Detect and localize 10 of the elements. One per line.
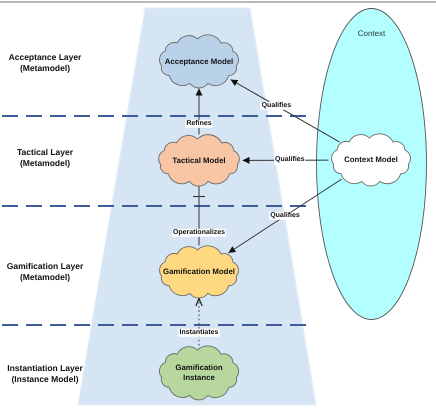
arrow bbox=[230, 79, 340, 143]
ellipse-region bbox=[316, 8, 427, 320]
arrow bbox=[195, 298, 203, 346]
connector-line bbox=[192, 186, 206, 246]
layer-label: Tactical Layer (Metamodel) bbox=[16, 147, 74, 170]
layer-label: Gamification Layer (Metamodel) bbox=[6, 261, 84, 284]
node-label: Context bbox=[358, 29, 386, 38]
layer-label: Instantiation Layer (Instance Model) bbox=[6, 363, 84, 386]
arrow bbox=[228, 178, 342, 254]
layer-label: Acceptance Layer (Metamodel) bbox=[8, 52, 82, 74]
